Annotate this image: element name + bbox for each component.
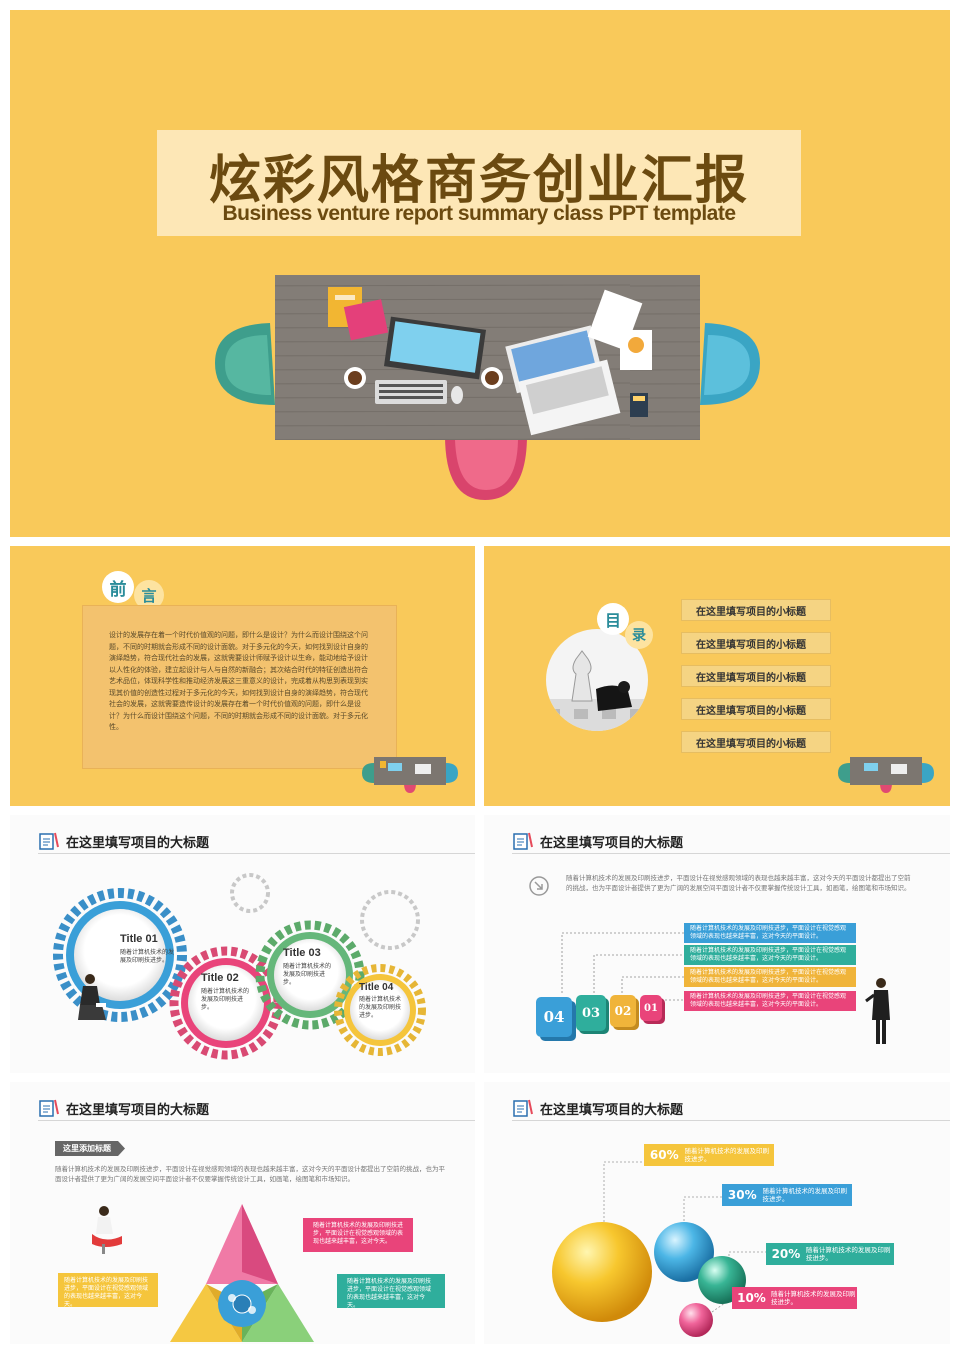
step-bar-1: 随着计算机技术的发展及印刷技进步，平面设计在视觉感观领域的表现也越来越丰富，这对…: [684, 923, 856, 943]
cover-title-en: Business venture report summary class PP…: [222, 202, 736, 225]
toc-item-5[interactable]: 在这里填写项目的小标题: [681, 731, 831, 753]
toc-item-3[interactable]: 在这里填写项目的小标题: [681, 665, 831, 687]
intro-text-box: 设计的发展存在着一个时代价值观的问题，即什么是设计？为什么而设计围绕这个问题，不…: [82, 605, 397, 769]
callout-green: 随着计算机技术的发展及印刷技进步，平面设计在视觉感观领域的表现也越来越丰富，这对…: [337, 1274, 445, 1309]
gear-desc-4: 随着计算机技术的发展及印刷技进步。: [359, 996, 402, 1019]
gear-desc-3: 随着计算机技术的发展及印刷技进步。: [283, 963, 332, 986]
step-number-01: 01: [644, 1002, 658, 1014]
slide-header: 在这里填写项目的大标题: [512, 830, 683, 852]
toc-title-circle: 目: [597, 603, 629, 635]
intro-title-char1: 前: [109, 579, 127, 600]
intro-body: 设计的发展存在着一个时代价值观的问题，即什么是设计？为什么而设计围绕这个问题，不…: [109, 631, 368, 731]
sitting-woman-figure: [92, 1206, 122, 1254]
pct-desc-10: 随着计算机技术的发展及印刷技进步。: [770, 1290, 856, 1306]
step-number-03: 03: [581, 1005, 601, 1021]
toc-item-4[interactable]: 在这里填写项目的小标题: [681, 698, 831, 720]
intro-title-circle: 前: [102, 571, 134, 603]
slide-title: 在这里填写项目的大标题: [66, 1102, 210, 1118]
header-divider: [512, 1120, 950, 1121]
step-cube-04: 04: [536, 997, 572, 1037]
spheres-slide: 在这里填写项目的大标题 60% 随着计算机技术的发展及印刷技进步。 30% 随着…: [484, 1082, 950, 1344]
toc-item-1[interactable]: 在这里填写项目的小标题: [681, 599, 831, 621]
gears-slide: 在这里填写项目的大标题: [10, 815, 475, 1073]
step-bar-4: 随着计算机技术的发展及印刷技进步，平面设计在视觉感观领域的表现也越来越丰富，这对…: [684, 991, 856, 1011]
intro-slide: 前 言 设计的发展存在着一个时代价值观的问题，即什么是设计？为什么而设计围绕这个…: [10, 546, 475, 806]
header-divider: [38, 853, 475, 854]
slide-header: 在这里填写项目的大标题: [38, 1097, 209, 1119]
section-tag: 这里添加标题: [55, 1141, 125, 1156]
step-bar-3: 随着计算机技术的发展及印刷技进步，平面设计在视觉感观领域的表现也越来越丰富，这对…: [684, 967, 856, 987]
steps-slide: 在这里填写项目的大标题 随着计算机技术的发展及印刷技进步，平面设计在视觉感观领域…: [484, 815, 950, 1073]
notepad-pen-icon: [39, 1099, 59, 1117]
slide-title: 在这里填写项目的大标题: [66, 835, 210, 851]
toc-title-char2: 录: [632, 628, 646, 644]
triangle-slide: 在这里填写项目的大标题 这里添加标题 随着计算机技术的发展及印刷技进步，平面设计…: [10, 1082, 475, 1344]
pct-value-10: 10%: [737, 1291, 766, 1305]
gear-title-1: Title 01: [120, 933, 158, 945]
pct-value-60: 60%: [649, 1148, 679, 1162]
businesswoman-figure: [78, 974, 106, 1020]
connector-lines: [561, 932, 890, 1044]
mini-desk-icon: [838, 757, 934, 793]
section-tag-label: 这里添加标题: [63, 1144, 111, 1153]
toc-item-2[interactable]: 在这里填写项目的小标题: [681, 632, 831, 654]
notepad-pen-icon: [513, 1099, 533, 1117]
slide-header: 在这里填写项目的大标题: [38, 830, 209, 852]
gear-desc-2: 随着计算机技术的发展及印刷技进步。: [201, 988, 250, 1011]
step-cube-03: 03: [576, 995, 606, 1031]
businessman-figure: [865, 978, 890, 1044]
spheres-diagram: [552, 1161, 766, 1337]
callout-pink: 随着计算机技术的发展及印刷技进步，平面设计在视觉感观领域的表现也越来越丰富，这对…: [303, 1218, 413, 1252]
arrow-circle-icon: [529, 876, 549, 896]
gear-desc-1: 随着计算机技术的发展及印刷技进步。: [120, 949, 175, 964]
gear-title-2: Title 02: [201, 972, 239, 984]
toc-slide: 目 录 在这里填写项目的小标题 在这里填写项目的小标题 在这里填写项目的小标题 …: [484, 546, 950, 806]
slide-title: 在这里填写项目的大标题: [540, 835, 684, 851]
step-number-04: 04: [543, 1008, 565, 1026]
pct-tag-30: 30% 随着计算机技术的发展及印刷技进步。: [722, 1184, 852, 1206]
cover-slide: 炫彩风格商务创业汇报 Business venture report summa…: [10, 10, 950, 537]
callout-yellow: 随着计算机技术的发展及印刷技进步，平面设计在视觉感观领域的表现也越来越丰富，这对…: [58, 1273, 158, 1308]
toc-title-circle2: 录: [625, 621, 653, 649]
pct-value-20: 20%: [771, 1247, 801, 1261]
step-cube-01: 01: [640, 995, 662, 1021]
toc-title-char1: 目: [604, 611, 621, 630]
header-divider: [512, 853, 950, 854]
slide5-intro: 随着计算机技术的发展及印刷技进步，平面设计在视觉感观领域的表现也越来越丰富，这对…: [55, 1165, 445, 1183]
gear-title-4: Title 04: [359, 982, 394, 993]
pct-tag-60: 60% 随着计算机技术的发展及印刷技进步。: [644, 1144, 774, 1166]
slide-title: 在这里填写项目的大标题: [540, 1102, 684, 1118]
slide-header: 在这里填写项目的大标题: [512, 1097, 683, 1119]
notepad-pen-icon: [513, 832, 533, 850]
pct-value-30: 30%: [727, 1188, 757, 1202]
step-number-02: 02: [614, 1004, 632, 1018]
gear-title-3: Title 03: [283, 947, 321, 959]
cover-title-cn: 炫彩风格商务创业汇报: [208, 151, 749, 211]
notepad-pen-icon: [39, 832, 59, 850]
pct-desc-20: 随着计算机技术的发展及印刷技进步。: [805, 1246, 891, 1262]
pct-tag-20: 20% 随着计算机技术的发展及印刷技进步。: [766, 1243, 894, 1265]
intro-title-char2: 言: [141, 586, 157, 605]
header-divider: [38, 1120, 475, 1121]
step-bar-2: 随着计算机技术的发展及印刷技进步，平面设计在视觉感观领域的表现也越来越丰富，这对…: [684, 945, 856, 965]
mini-desk-icon: [362, 757, 458, 793]
gears-diagram: [53, 873, 426, 1060]
desk-illustration: [215, 275, 760, 500]
slide4-intro: 随着计算机技术的发展及印刷技进步，平面设计在视觉感观领域的表现也越来越丰富，这对…: [566, 874, 911, 892]
pct-desc-30: 随着计算机技术的发展及印刷技进步。: [762, 1187, 848, 1203]
pct-tag-10: 10% 随着计算机技术的发展及印刷技进步。: [732, 1287, 857, 1309]
pct-desc-60: 随着计算机技术的发展及印刷技进步。: [684, 1147, 770, 1163]
step-cube-02: 02: [610, 995, 636, 1027]
cover-title-box: 炫彩风格商务创业汇报 Business venture report summa…: [157, 130, 801, 236]
triangle-diagram: [92, 1204, 314, 1342]
